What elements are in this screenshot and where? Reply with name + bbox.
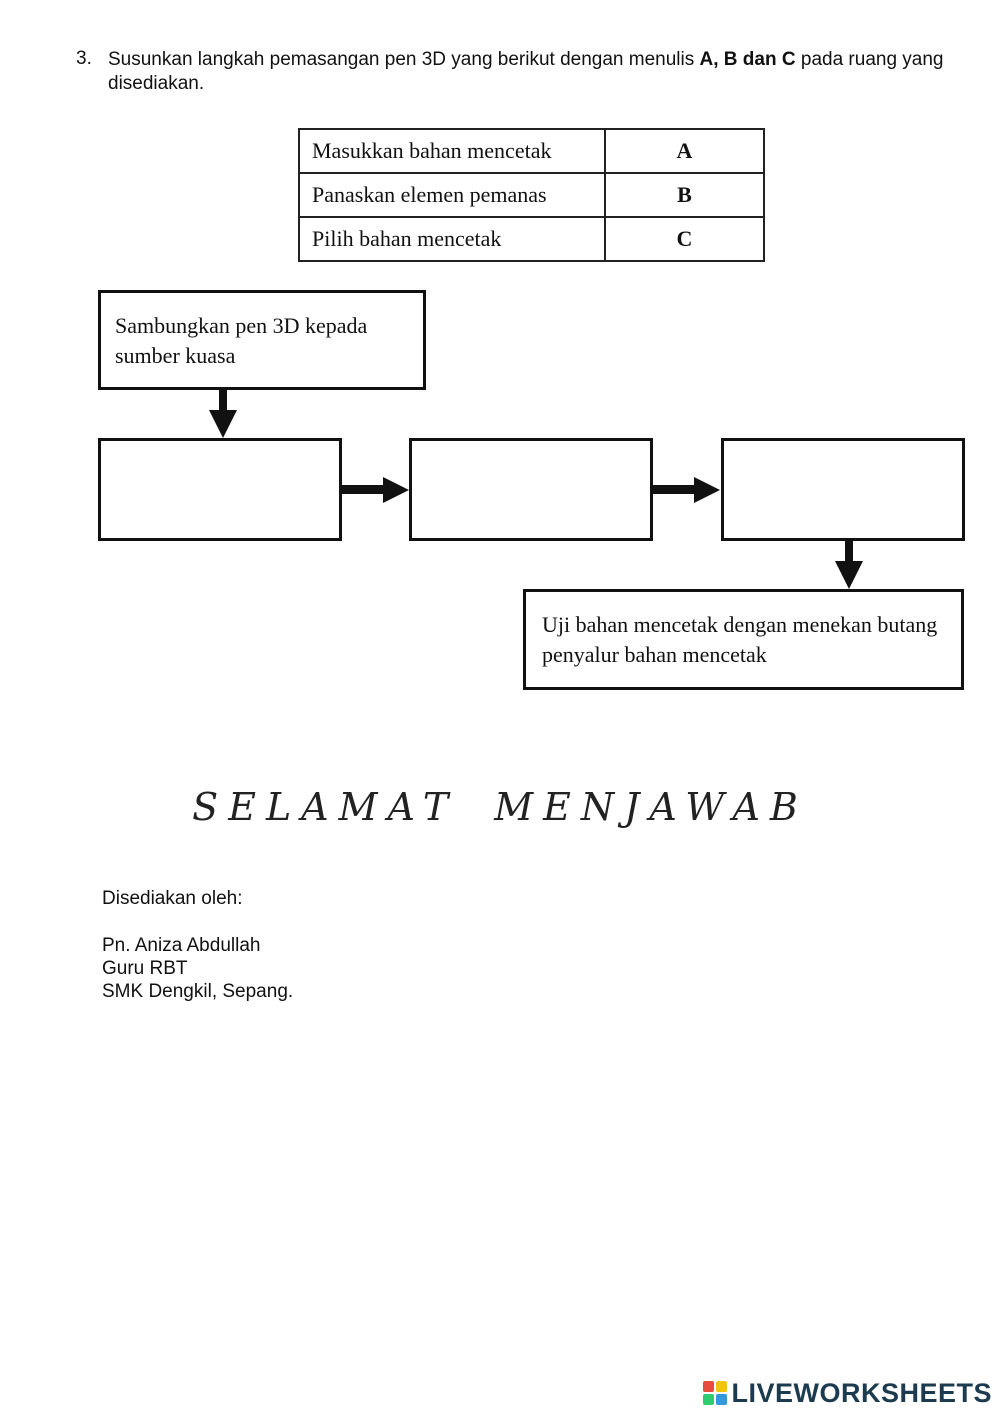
question-text-after: pada ruang yang disediakan. [108, 49, 944, 94]
question-text-before: Susunkan langkah pemasangan pen 3D yang … [108, 49, 700, 70]
logo-square [716, 1381, 728, 1392]
logo-square [716, 1394, 728, 1405]
closing-word-2: MENJAWAB [494, 785, 808, 829]
option-label: Masukkan bahan mencetak [298, 128, 606, 174]
school-name: SMK Dengkil, Sepang. [102, 981, 294, 1002]
option-row: Masukkan bahan mencetak A [298, 128, 765, 174]
prepared-by-label: Disediakan oleh: [102, 888, 243, 909]
answer-slot-3[interactable] [721, 438, 965, 541]
teacher-name: Pn. Aniza Abdullah [102, 935, 261, 956]
liveworksheets-text: LIVEWORKSHEETS [731, 1377, 992, 1408]
flow-end-box: Uji bahan mencetak dengan menekan butang… [523, 589, 964, 690]
answer-slot-1[interactable] [98, 438, 342, 541]
teacher-role: Guru RBT [102, 958, 188, 979]
option-label: Pilih bahan mencetak [298, 216, 606, 262]
option-label: Panaskan elemen pemanas [298, 172, 606, 218]
closing-word-1: SELAMAT [192, 785, 459, 829]
option-letter: A [604, 128, 765, 174]
arrow-right-icon [653, 477, 720, 503]
question-text-bold: A, B dan C [699, 49, 796, 70]
flow-start-box: Sambungkan pen 3D kepada sumber kuasa [98, 290, 426, 390]
liveworksheets-mark-icon [703, 1381, 728, 1405]
logo-square [703, 1394, 715, 1405]
answer-slot-2[interactable] [409, 438, 653, 541]
closing-message: SELAMAT MENJAWAB [0, 785, 1000, 829]
option-row: Panaskan elemen pemanas B [298, 172, 765, 218]
option-letter: C [604, 216, 765, 262]
arrow-down-icon [835, 541, 863, 589]
option-row: Pilih bahan mencetak C [298, 216, 765, 262]
arrow-down-icon [209, 390, 237, 438]
options-table: Masukkan bahan mencetak A Panaskan eleme… [298, 128, 765, 262]
logo-square [703, 1381, 715, 1392]
option-letter: B [604, 172, 765, 218]
question-text: Susunkan langkah pemasangan pen 3D yang … [108, 48, 968, 96]
question-number: 3. [76, 48, 92, 69]
arrow-right-icon [342, 477, 409, 503]
liveworksheets-logo: LIVEWORKSHEETS [703, 1376, 992, 1410]
